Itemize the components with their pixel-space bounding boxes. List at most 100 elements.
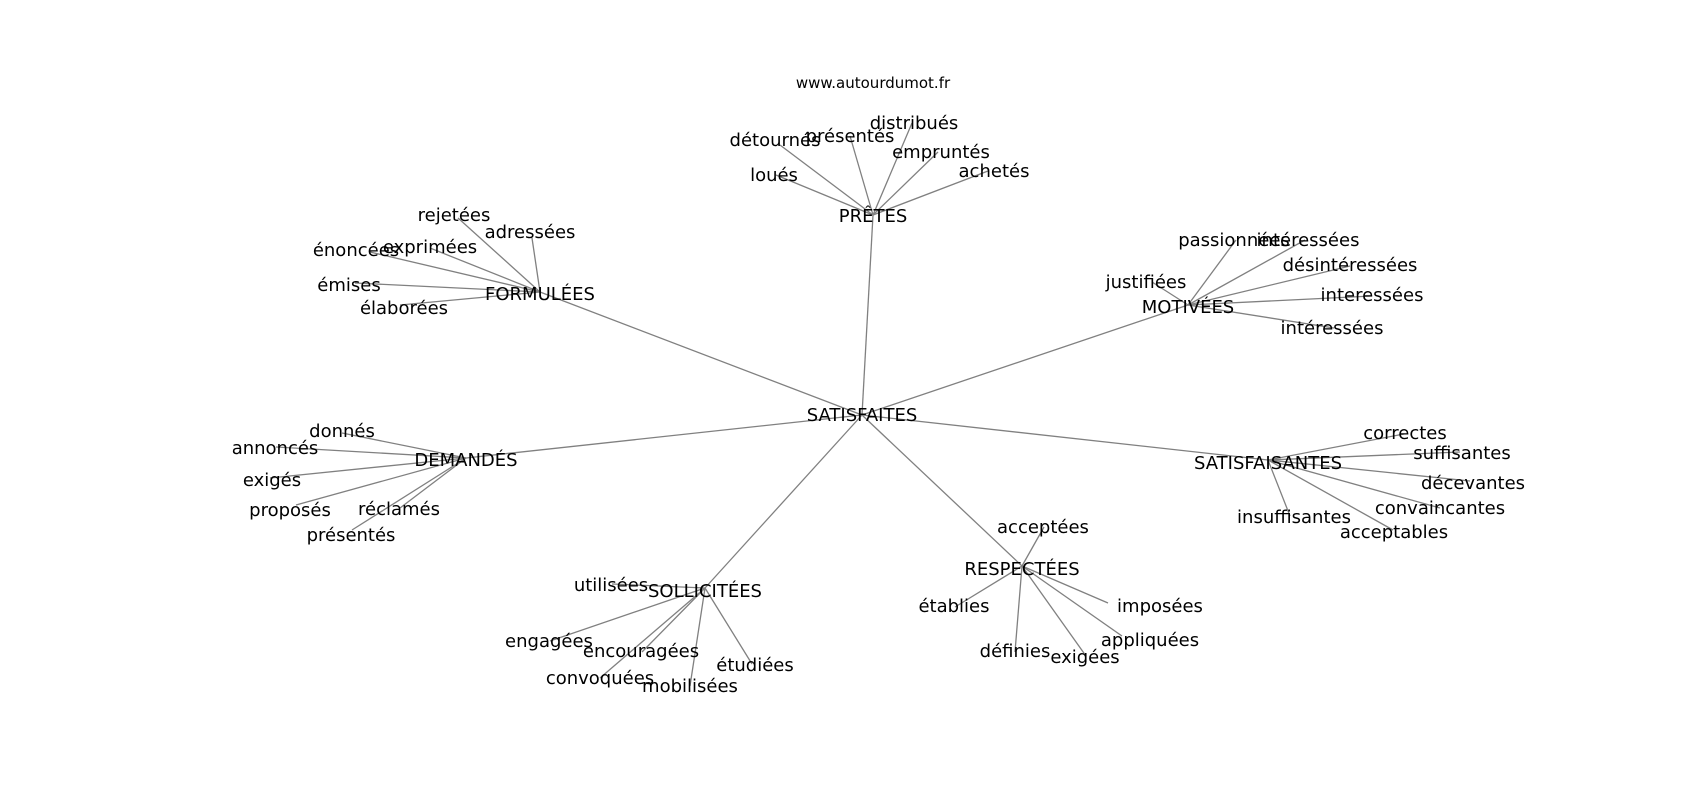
edge-center-sollicitees bbox=[704, 414, 863, 589]
leaf-label-formulees: émises bbox=[317, 275, 380, 296]
leaf-label-demandes: annoncés bbox=[232, 438, 319, 459]
leaf-label-pretes: loués bbox=[750, 165, 798, 186]
edge-satisfaisantes-0 bbox=[1267, 433, 1405, 461]
edge-satisfaisantes-1 bbox=[1267, 451, 1461, 461]
leaf-label-motivees: justifiées bbox=[1105, 272, 1187, 293]
hub-label-satisfaisantes: SATISFAISANTES bbox=[1194, 453, 1342, 474]
hub-label-sollicitees: SOLLICITÉES bbox=[648, 580, 762, 602]
leaf-label-pretes: détournés bbox=[730, 130, 821, 151]
edge-demandes-1 bbox=[275, 446, 467, 459]
leaf-label-motivees: intéressées bbox=[1281, 318, 1384, 339]
leaf-label-satisfaisantes: convaincantes bbox=[1375, 498, 1505, 519]
edge-center-formulees bbox=[539, 291, 863, 416]
edge-sollicitees-5 bbox=[704, 587, 753, 665]
edge-formulees-4 bbox=[354, 282, 541, 293]
labels-layer: détournésprésentésdistribuésempruntésach… bbox=[232, 113, 1525, 697]
edge-formulees-0 bbox=[457, 217, 541, 293]
leaf-label-demandes: donnés bbox=[309, 421, 375, 442]
leaf-label-respectees: établies bbox=[918, 596, 989, 617]
leaf-label-sollicitees: étudiées bbox=[716, 655, 794, 676]
edge-sollicitees-4 bbox=[689, 587, 706, 687]
edge-demandes-0 bbox=[341, 432, 467, 459]
edge-motivees-0 bbox=[1187, 239, 1237, 306]
edge-center-demandes bbox=[465, 414, 863, 459]
edge-respectees-2 bbox=[1021, 565, 1109, 604]
edge-formulees-3 bbox=[369, 251, 541, 293]
hub-label-formulees: FORMULÉES bbox=[485, 283, 595, 305]
edge-pretes-1 bbox=[849, 135, 874, 216]
leaf-label-demandes: proposés bbox=[249, 500, 331, 521]
leaf-label-demandes: présentés bbox=[307, 525, 396, 546]
leaf-label-satisfaisantes: correctes bbox=[1363, 423, 1446, 444]
edge-satisfaisantes-5 bbox=[1267, 459, 1394, 531]
edge-motivees-1 bbox=[1187, 239, 1306, 306]
center-label: SATISFAITES bbox=[807, 405, 918, 426]
edge-respectees-0 bbox=[1021, 526, 1045, 567]
source-label: www.autourdumot.fr bbox=[796, 74, 951, 92]
leaf-label-respectees: définies bbox=[980, 641, 1051, 662]
hub-label-respectees: RESPECTÉES bbox=[964, 558, 1079, 580]
leaf-label-formulees: adressées bbox=[485, 222, 576, 243]
edges-layer bbox=[269, 122, 1471, 687]
leaf-label-motivees: interessées bbox=[1321, 285, 1424, 306]
leaf-label-demandes: exigés bbox=[243, 470, 301, 491]
leaf-label-sollicitees: engagées bbox=[505, 631, 593, 652]
leaf-label-pretes: achetés bbox=[959, 161, 1030, 182]
leaf-label-formulees: rejetées bbox=[418, 205, 491, 226]
edge-satisfaisantes-4 bbox=[1267, 459, 1291, 517]
edge-motivees-3 bbox=[1151, 281, 1189, 306]
edge-motivees-2 bbox=[1187, 265, 1351, 306]
edge-center-respectees bbox=[861, 414, 1023, 567]
edge-satisfaisantes-2 bbox=[1267, 459, 1471, 482]
edge-formulees-5 bbox=[399, 291, 541, 306]
leaf-label-pretes: distribués bbox=[870, 113, 959, 134]
edge-demandes-3 bbox=[295, 457, 467, 506]
edge-sollicitees-0 bbox=[611, 583, 706, 589]
edge-respectees-4 bbox=[1014, 565, 1023, 653]
leaf-label-sollicitees: utilisées bbox=[574, 575, 648, 596]
leaf-label-motivees: désintéressées bbox=[1283, 255, 1418, 276]
edge-respectees-1 bbox=[954, 565, 1023, 608]
edge-sollicitees-3 bbox=[599, 587, 706, 679]
edge-respectees-3 bbox=[1021, 565, 1123, 637]
edge-demandes-5 bbox=[351, 457, 467, 531]
edge-pretes-4 bbox=[872, 170, 989, 216]
leaf-label-respectees: imposées bbox=[1117, 596, 1203, 617]
hub-label-motivees: MOTIVÉES bbox=[1142, 296, 1235, 318]
leaf-label-satisfaisantes: acceptables bbox=[1340, 522, 1448, 543]
edge-center-satisfaisantes bbox=[861, 414, 1269, 461]
leaf-label-sollicitees: convoquées bbox=[546, 668, 654, 689]
leaf-label-motivees: passionnées bbox=[1178, 230, 1290, 251]
leaf-label-sollicitees: mobilisées bbox=[642, 676, 738, 697]
hub-label-pretes: PRÊTES bbox=[839, 205, 908, 227]
leaf-label-respectees: exigées bbox=[1050, 647, 1119, 668]
hub-label-demandes: DEMANDÉS bbox=[414, 449, 517, 471]
edge-demandes-4 bbox=[399, 457, 467, 509]
edge-pretes-0 bbox=[779, 144, 874, 216]
leaf-label-respectees: acceptées bbox=[997, 517, 1089, 538]
edge-pretes-2 bbox=[872, 122, 913, 216]
edge-demandes-2 bbox=[269, 457, 467, 479]
leaf-label-satisfaisantes: suffisantes bbox=[1413, 443, 1511, 464]
edge-satisfaisantes-3 bbox=[1267, 459, 1441, 509]
leaf-label-demandes: réclamés bbox=[358, 499, 440, 520]
leaf-label-pretes: présentés bbox=[806, 126, 895, 147]
edge-center-pretes bbox=[861, 214, 874, 416]
edge-center-motivees bbox=[861, 304, 1189, 416]
edge-formulees-1 bbox=[531, 237, 541, 293]
edge-pretes-5 bbox=[775, 174, 874, 216]
leaf-label-pretes: empruntés bbox=[892, 142, 990, 163]
leaf-label-sollicitees: encouragées bbox=[583, 641, 699, 662]
edge-sollicitees-1 bbox=[549, 587, 706, 642]
edge-sollicitees-2 bbox=[641, 587, 706, 653]
leaf-label-satisfaisantes: insuffisantes bbox=[1237, 507, 1351, 528]
leaf-label-formulees: élaborées bbox=[360, 298, 448, 319]
edge-respectees-5 bbox=[1021, 565, 1087, 657]
leaf-label-respectees: appliquées bbox=[1101, 630, 1199, 651]
edge-motivees-4 bbox=[1187, 295, 1373, 306]
leaf-label-satisfaisantes: décevantes bbox=[1421, 473, 1525, 494]
leaf-label-formulees: énoncées bbox=[313, 240, 399, 261]
leaf-label-motivees: intéressées bbox=[1257, 230, 1360, 251]
edge-motivees-5 bbox=[1187, 304, 1335, 329]
